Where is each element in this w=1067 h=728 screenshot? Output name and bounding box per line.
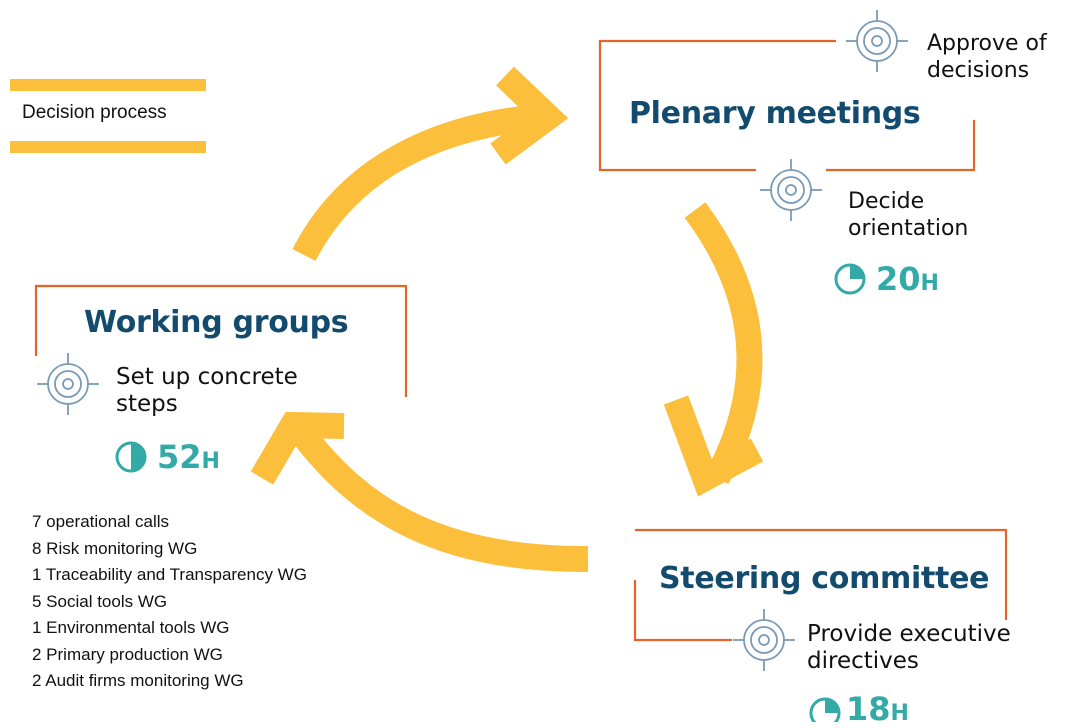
cycle-arrows [250, 66, 764, 573]
box-frames [34, 39, 1008, 642]
plenary-title: Plenary meetings [629, 96, 921, 131]
target-icon [760, 159, 822, 221]
list-item: 2 Primary production WG [32, 644, 223, 664]
plenary-frame-right [826, 120, 976, 172]
clock-icon-steering [809, 697, 841, 722]
legend-label: Decision process [22, 102, 167, 123]
hours-unit: H [201, 449, 220, 474]
working-frame [34, 284, 408, 397]
list-item: 7 operational calls [32, 512, 170, 531]
steering-frame-bottom [633, 580, 732, 642]
arrow-steering-to-working [291, 425, 589, 573]
clock-icon-working [115, 441, 147, 473]
arrowhead-plenary [490, 66, 569, 165]
arrow-working-to-plenary [292, 104, 542, 262]
clock-icon-plenary [834, 263, 866, 295]
arrowhead-steering [663, 395, 764, 497]
calls-list: 7 operational calls 8 Risk monitoring WG… [32, 509, 307, 695]
legend-bar-top [10, 79, 206, 91]
hours-unit: H [920, 271, 939, 296]
plenary-top-goal: Approve of decisions [927, 31, 1047, 83]
working-groups-hours: 52H [157, 438, 220, 476]
arrowhead-working [250, 411, 345, 485]
hours-value: 52 [157, 438, 202, 476]
legend-bar-bottom [10, 141, 206, 153]
working-groups-title: Working groups [84, 305, 349, 340]
steering-goal: Provide executive directives [807, 621, 1011, 674]
plenary-hours: 20H [876, 260, 939, 298]
working-groups-goal: Set up concrete steps [116, 364, 298, 417]
arrow-plenary-to-steering [684, 202, 763, 485]
plenary-frame [598, 39, 836, 172]
list-item: 1 Traceability and Transparency WG [32, 565, 307, 584]
list-item: 8 Risk monitoring WG [32, 538, 198, 558]
hours-unit: H [890, 701, 909, 726]
target-icon [846, 10, 908, 72]
plenary-bottom-goal: Decide orientation [848, 189, 969, 241]
steering-frame [635, 528, 1008, 620]
target-icon [37, 353, 99, 415]
list-item: 2 Audit firms monitoring WG [32, 671, 244, 690]
list-item: 5 Social tools WG [32, 591, 168, 611]
hours-value: 18 [846, 690, 891, 728]
hours-value: 20 [876, 260, 921, 298]
steering-hours: 18H [846, 690, 909, 728]
list-item: 1 Environmental tools WG [32, 618, 230, 637]
target-icon [733, 609, 795, 671]
steering-title: Steering committee [659, 561, 990, 596]
